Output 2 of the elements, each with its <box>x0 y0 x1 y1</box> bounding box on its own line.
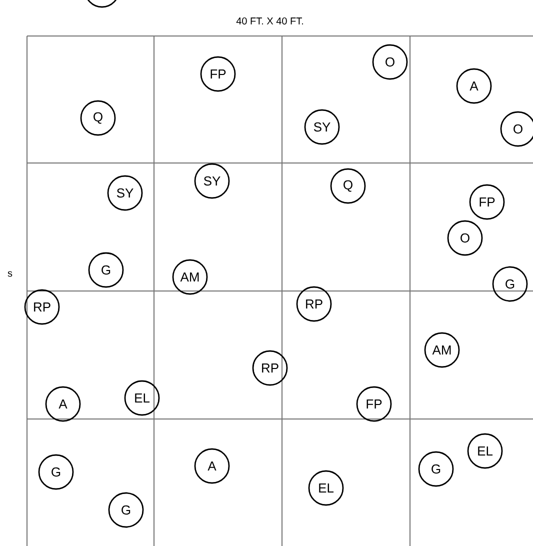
label: s <box>8 271 12 277</box>
title: 40 FT. X 40 FT. <box>236 17 303 25</box>
